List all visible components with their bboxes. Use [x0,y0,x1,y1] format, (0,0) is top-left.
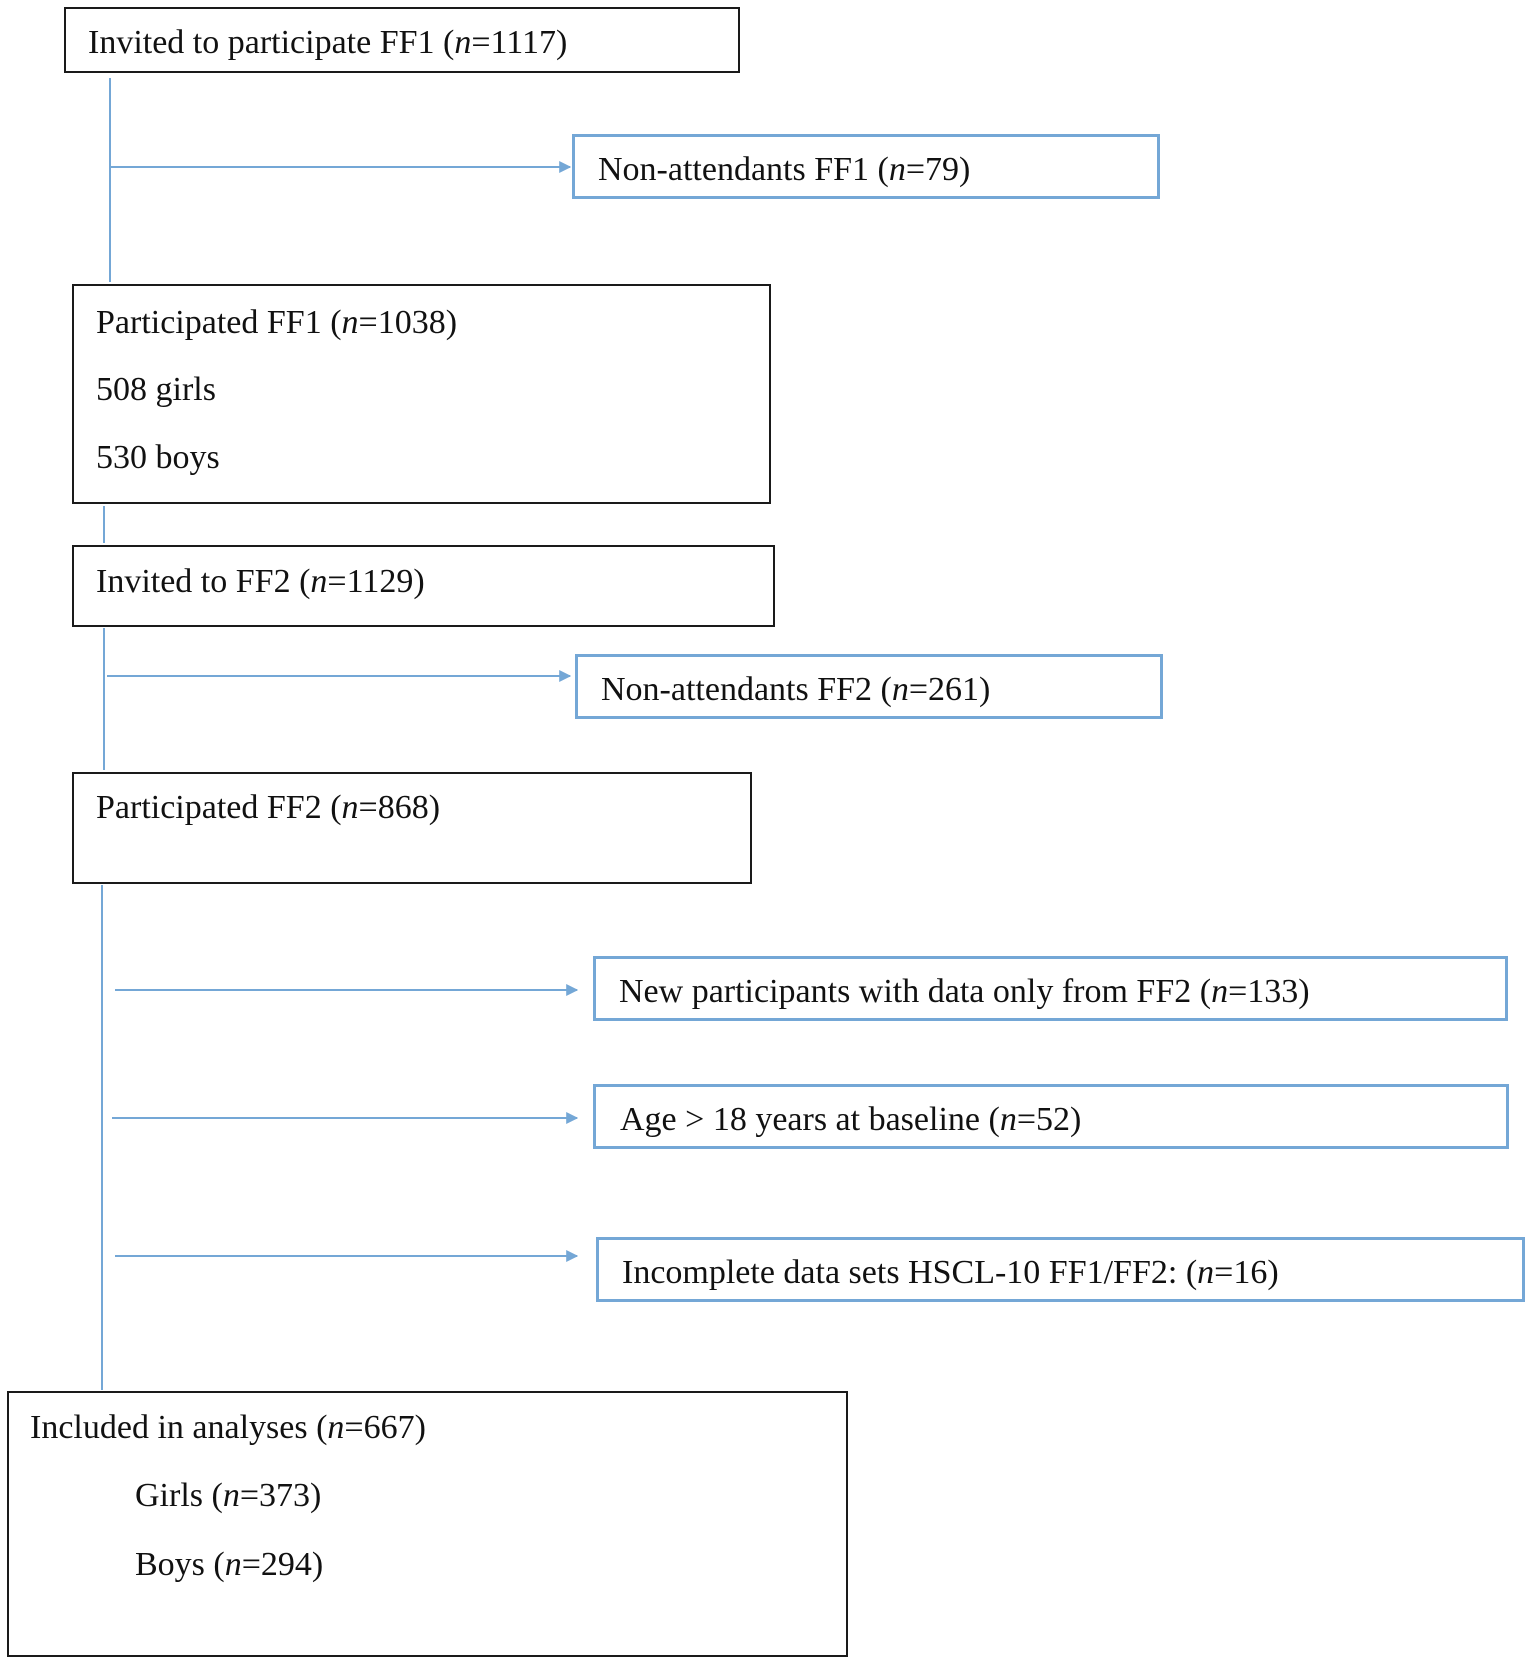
included-girls: Girls (n=373) [135,1477,322,1514]
box-age-over-18: Age > 18 years at baseline (n=52) [593,1084,1509,1149]
box-invited-ff2: Invited to FF2 (n=1129) [72,545,775,627]
included-text: Included in analyses (n=667) [30,1409,426,1446]
age-over-18-text: Age > 18 years at baseline (n=52) [620,1101,1082,1138]
nonattendants-ff2-text: Non-attendants FF2 (n=261) [601,671,991,708]
nonattendants-ff1-text: Non-attendants FF1 (n=79) [598,151,971,188]
participated-ff1-boys: 530 boys [96,439,220,476]
box-nonattendants-ff1: Non-attendants FF1 (n=79) [572,134,1160,199]
box-new-participants-ff2: New participants with data only from FF2… [593,956,1508,1021]
invited-ff2-text: Invited to FF2 (n=1129) [96,563,425,600]
incomplete-data-text: Incomplete data sets HSCL-10 FF1/FF2: (n… [622,1254,1279,1291]
box-nonattendants-ff2: Non-attendants FF2 (n=261) [575,654,1163,719]
box-participated-ff1: Participated FF1 (n=1038) 508 girls 530 … [72,284,771,504]
box-invited-ff1: Invited to participate FF1 (n=1117) [64,7,740,73]
participated-ff1-text: Participated FF1 (n=1038) [96,304,458,341]
box-participated-ff2: Participated FF2 (n=868) [72,772,752,884]
new-participants-text: New participants with data only from FF2… [619,973,1310,1010]
participated-ff1-girls: 508 girls [96,371,216,408]
invited-ff1-text: Invited to participate FF1 (n=1117) [88,24,568,61]
box-included-in-analyses: Included in analyses (n=667) Girls (n=37… [7,1391,848,1657]
included-boys: Boys (n=294) [135,1546,324,1583]
participated-ff2-text: Participated FF2 (n=868) [96,789,441,826]
box-incomplete-data: Incomplete data sets HSCL-10 FF1/FF2: (n… [596,1237,1525,1302]
